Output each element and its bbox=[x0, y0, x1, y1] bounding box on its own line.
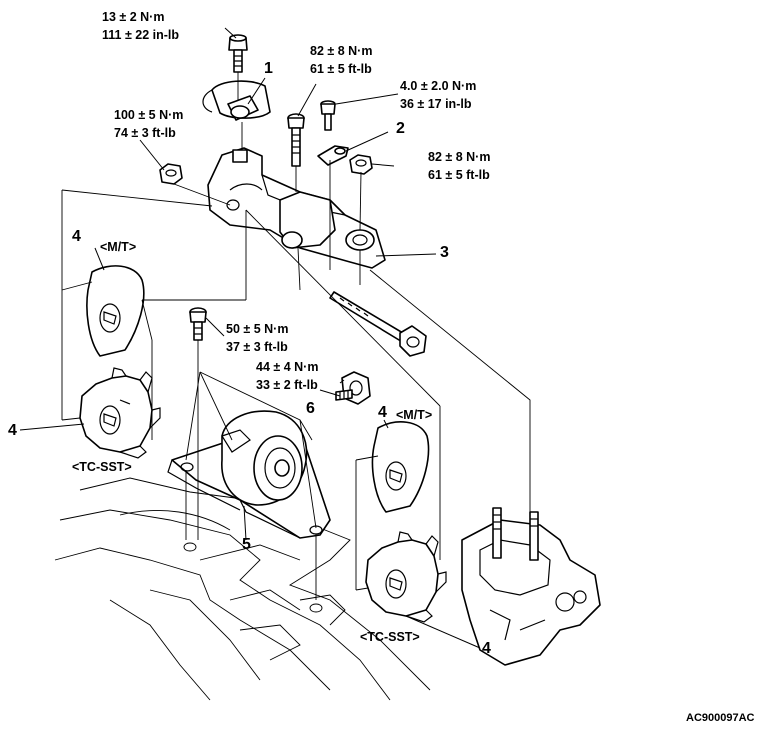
part-4-stopper-mt-right bbox=[371, 421, 430, 513]
nut-82n bbox=[349, 154, 373, 175]
assembly-lines bbox=[61, 72, 531, 600]
part-3-mount-bracket bbox=[207, 147, 386, 269]
callout-3: 3 bbox=[440, 244, 449, 261]
part-4-stopper-tc-left bbox=[79, 367, 161, 459]
torque-label-1: 13 ± 2 N·m 111 ± 22 in-lb bbox=[102, 8, 179, 44]
torque-label-7: 44 ± 4 N·m 33 ± 2 ft-lb bbox=[256, 358, 318, 394]
torque-value-imperial: 36 ± 17 in-lb bbox=[400, 97, 472, 111]
torque-label-2: 82 ± 8 N·m 61 ± 5 ft-lb bbox=[310, 42, 372, 78]
part-4-stopper-mt-left bbox=[86, 265, 145, 357]
torque-value: 82 ± 8 N·m bbox=[428, 150, 491, 164]
torque-value-imperial: 33 ± 2 ft-lb bbox=[256, 378, 318, 392]
torque-value: 82 ± 8 N·m bbox=[310, 44, 373, 58]
torque-value-imperial: 61 ± 5 ft-lb bbox=[428, 168, 490, 182]
callout-4-mt-right: 4 bbox=[378, 404, 387, 421]
callout-2: 2 bbox=[396, 120, 405, 137]
small-bolt-4n bbox=[320, 100, 336, 131]
figure-code: AC900097AC bbox=[686, 712, 755, 724]
torque-value-imperial: 111 ± 22 in-lb bbox=[102, 28, 180, 42]
callout-4-mt-left: 4 bbox=[72, 228, 81, 245]
torque-value: 13 ± 2 N·m bbox=[102, 10, 165, 24]
torque-label-5: 82 ± 8 N·m 61 ± 5 ft-lb bbox=[428, 148, 490, 184]
torque-value: 4.0 ± 2.0 N·m bbox=[400, 79, 477, 93]
variant-tag-tc-left: <TC-SST> bbox=[72, 460, 132, 474]
bolt-50n bbox=[189, 307, 207, 341]
part-6-stud bbox=[335, 371, 371, 405]
callout-4-tc-right: 4 bbox=[482, 640, 491, 657]
callout-6: 6 bbox=[306, 400, 315, 417]
callout-1: 1 bbox=[264, 60, 273, 77]
torque-value-imperial: 61 ± 5 ft-lb bbox=[310, 62, 372, 76]
torque-value-imperial: 37 ± 3 ft-lb bbox=[226, 340, 288, 354]
vehicle-body-panel bbox=[54, 477, 431, 701]
part-4-stopper-tc-right bbox=[365, 531, 447, 623]
part-5-transmission-mount bbox=[167, 410, 331, 539]
part-1-bracket bbox=[202, 80, 271, 121]
torque-label-3: 4.0 ± 2.0 N·m 36 ± 17 in-lb bbox=[400, 77, 476, 113]
torque-label-4: 100 ± 5 N·m 74 ± 3 ft-lb bbox=[114, 106, 183, 142]
variant-tag-mt-right: <M/T> bbox=[396, 408, 433, 422]
callout-4-tc-left: 4 bbox=[8, 422, 17, 439]
torque-value: 50 ± 5 N·m bbox=[226, 322, 289, 336]
torque-value: 44 ± 4 N·m bbox=[256, 360, 319, 374]
torque-value: 100 ± 5 N·m bbox=[114, 108, 184, 122]
leader-lines bbox=[19, 27, 481, 649]
nut-100n bbox=[159, 163, 183, 185]
transmission-case bbox=[461, 507, 601, 666]
torque-label-6: 50 ± 5 N·m 37 ± 3 ft-lb bbox=[226, 320, 288, 356]
part-2-stopper bbox=[317, 145, 349, 166]
long-through-bolt bbox=[329, 291, 427, 357]
torque-value-imperial: 74 ± 3 ft-lb bbox=[114, 126, 176, 140]
small-top-bolt bbox=[228, 34, 248, 73]
long-vertical-bolt bbox=[287, 113, 305, 167]
variant-tag-mt-left: <M/T> bbox=[100, 240, 137, 254]
variant-tag-tc-right: <TC-SST> bbox=[360, 630, 420, 644]
callout-5: 5 bbox=[242, 536, 251, 553]
